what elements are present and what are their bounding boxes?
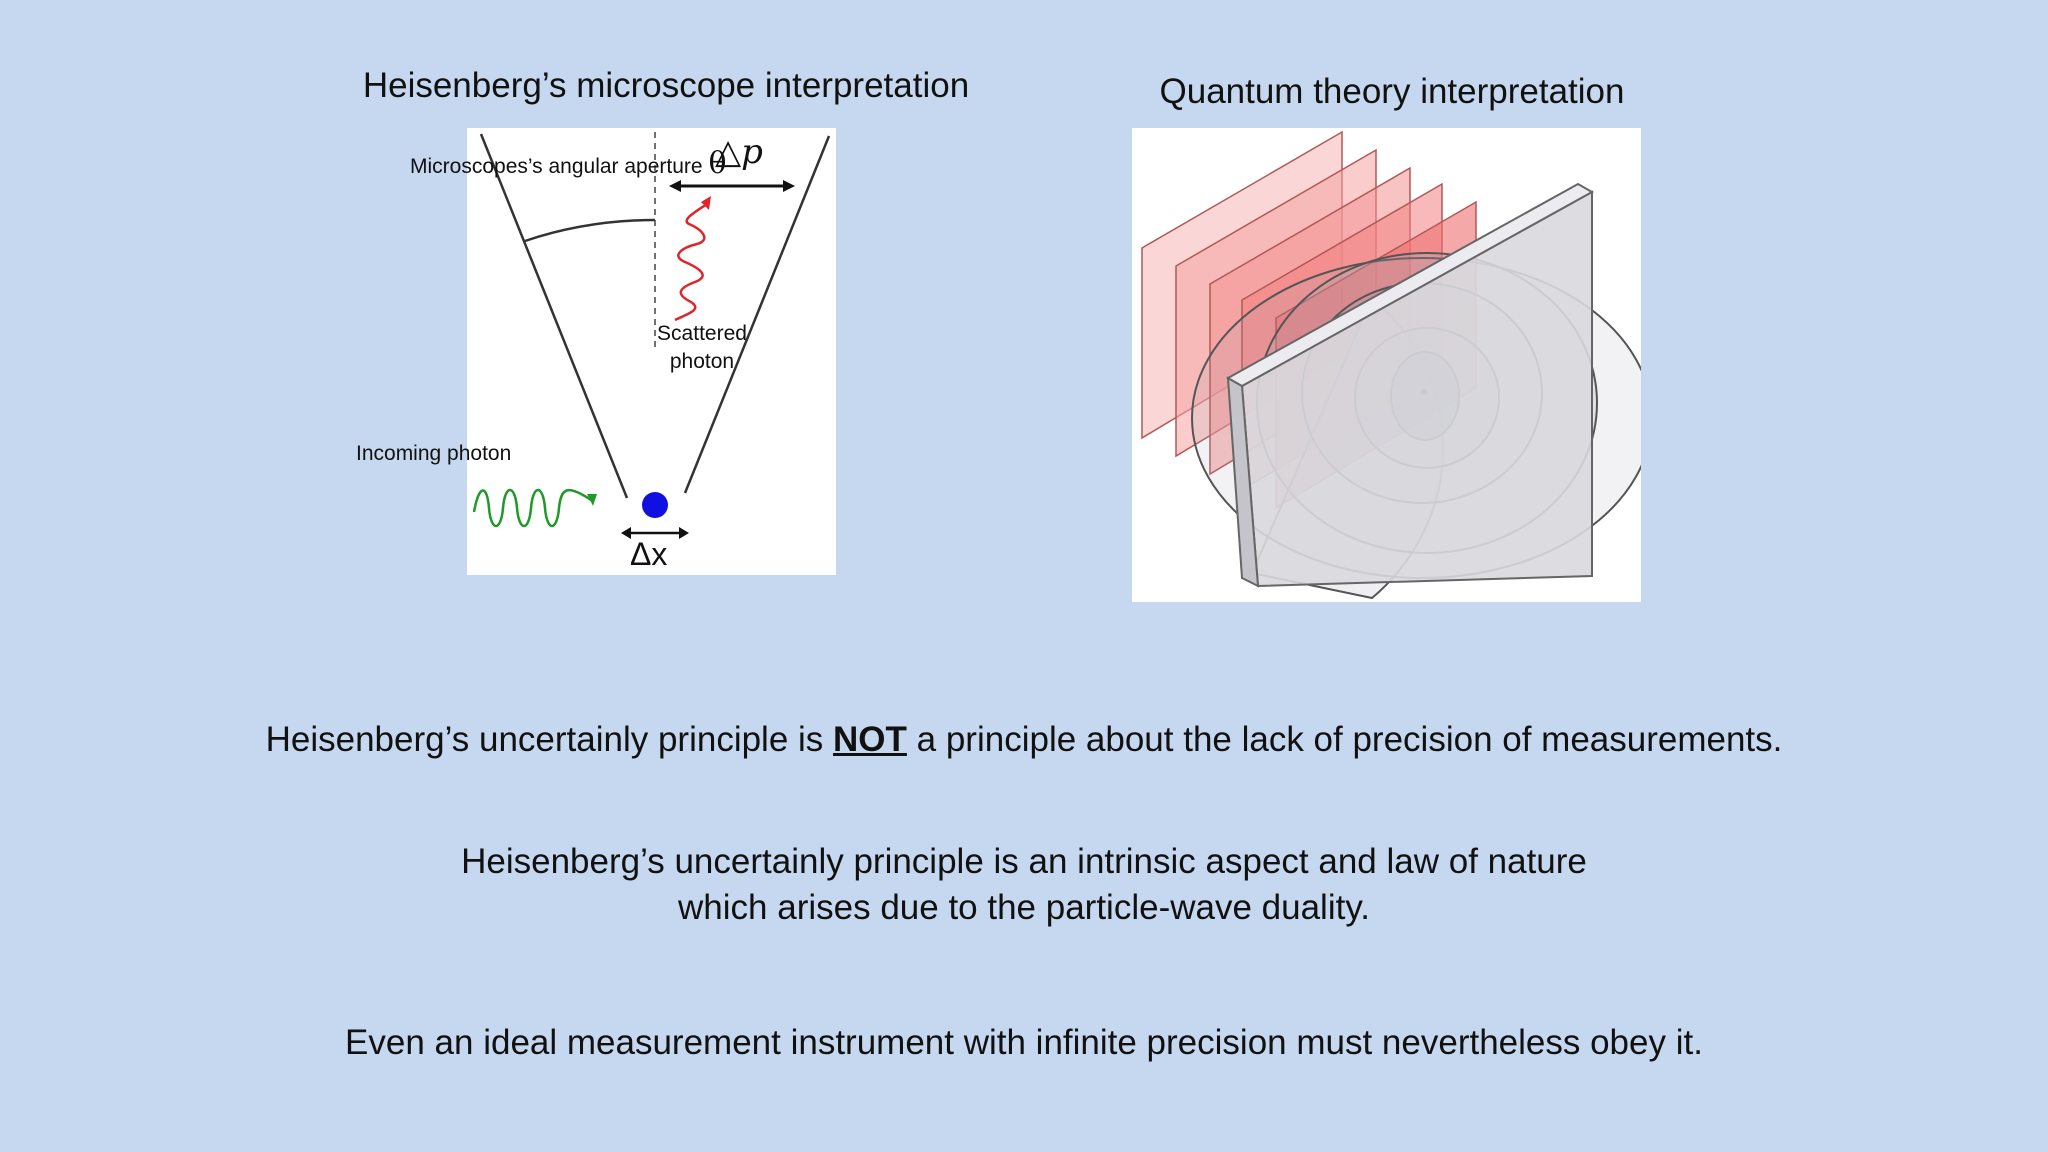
statement-2-line-1: Heisenberg’s uncertainly principle is an…: [461, 842, 1587, 881]
quantum-wave-diagram: [1132, 128, 1653, 602]
statement-ideal-instrument: Even an ideal measurement instrument wit…: [345, 1023, 1703, 1062]
theta-symbol: θ: [708, 146, 727, 181]
statement-2-line-2: which arises due to the particle-wave du…: [678, 888, 1370, 927]
cone-right-edge: [683, 135, 831, 494]
scattered-photon-label: Scattered photon: [657, 322, 747, 373]
scattered-photon-wave: [674, 202, 708, 322]
statement-not-measurement: Heisenberg’s uncertainly principle is NO…: [0, 717, 2048, 763]
right-figure-title: Quantum theory interpretation: [1159, 72, 1625, 111]
statement-1-end: a principle about the lack of precision …: [906, 720, 1783, 759]
quantum-drawing: [1141, 130, 1653, 600]
delta-x-label: Δx: [630, 536, 668, 572]
aperture-label: Microscopes’s angular aperture θ: [410, 149, 727, 181]
aperture-label-text: Microscopes’s angular aperture: [410, 155, 703, 178]
delta-p-label: △p: [715, 132, 763, 172]
particle: [642, 492, 668, 518]
slit-wall: [1225, 182, 1595, 588]
cone-left-edge: [479, 133, 629, 499]
statement-1-emphasis: NOT: [833, 720, 907, 759]
statement-1-start: Heisenberg’s uncertainly principle is: [265, 720, 834, 759]
incoming-photon-label: Incoming photon: [356, 442, 512, 465]
microscope-drawing: [472, 132, 831, 539]
incoming-photon-wave: [472, 488, 592, 528]
statement-law-of-nature: Heisenberg’s uncertainly principle is an…: [0, 839, 2048, 931]
aperture-arc: [524, 218, 656, 243]
left-figure-title: Heisenberg’s microscope interpretation: [362, 66, 970, 105]
microscope-diagram: [467, 128, 836, 575]
